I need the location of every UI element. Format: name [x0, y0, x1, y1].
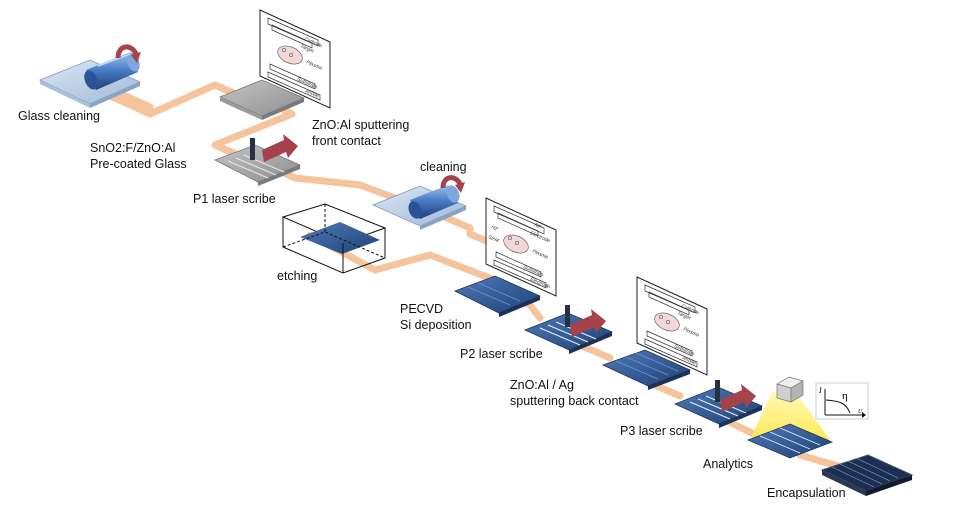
precoated-glass-label: SnO2:F/ZnO:Al Pre-coated Glass [90, 140, 187, 172]
rotation-arrow-icon [115, 44, 139, 59]
zno-back-plate [601, 349, 692, 390]
zno-back-line1: ZnO:Al / Ag [510, 378, 574, 392]
encapsulation-label: Encapsulation [767, 486, 846, 500]
sih4-label: SiH4 [487, 234, 500, 244]
p1-laser-scribe-station [214, 134, 302, 186]
pecvd-plate [454, 275, 542, 317]
zno-front-station [218, 79, 306, 120]
pecvd-label: PECVD Si deposition [400, 301, 472, 333]
pecvd-chamber: RF Electrode H2 SiH4 Plasma Substrate El… [485, 197, 557, 297]
etching-label: etching [277, 269, 318, 283]
precoated-line2: Pre-coated Glass [90, 157, 187, 171]
anode-label: Anode [303, 88, 320, 100]
zno-back-label: ZnO:Al / Ag sputtering back contact [510, 377, 639, 409]
analytics-label: Analytics [703, 457, 754, 471]
scan-arrow-icon-3 [720, 384, 756, 412]
h2-label: H2 [490, 224, 498, 232]
cleaning-station [371, 175, 468, 230]
scan-arrow-icon-2 [570, 309, 606, 337]
p3-laser-scribe-label: P3 laser scribe [620, 424, 703, 438]
p2-laser-scribe-station [523, 305, 614, 354]
analytics-station [746, 376, 834, 459]
iv-y-symbol: I [818, 386, 822, 395]
p3-laser-scribe-station [673, 380, 764, 428]
laser-head-icon [250, 138, 255, 160]
scan-arrow-icon [262, 134, 298, 162]
iv-eta-symbol: η [842, 390, 848, 402]
zno-front-line1: ZnO:Al sputtering [312, 118, 410, 132]
iv-curve-chart: I η U [815, 382, 869, 420]
sputter-chamber-back: Cathode Target Plasma Substrate Anode [636, 276, 708, 376]
rotation-arrow-icon-2 [440, 175, 463, 189]
sensor-box-icon [776, 376, 804, 403]
target-label: Target [299, 43, 315, 54]
etching-station [281, 203, 387, 274]
glass-cleaning-station [39, 44, 141, 108]
laser-head-icon-3 [715, 380, 720, 402]
rf-label: RF [533, 222, 542, 231]
sputter-chamber-front: Cathode Target Plasma Substrate Anode [259, 9, 331, 109]
zno-front-label: ZnO:Al sputtering front contact [312, 117, 409, 149]
cleaning-label: cleaning [420, 160, 467, 174]
encapsulation-module [820, 454, 914, 496]
precoated-line1: SnO2:F/ZnO:Al [90, 141, 176, 155]
anode-label-3: Anode [680, 355, 697, 367]
glass-cleaning-label: Glass cleaning [18, 109, 100, 123]
p2-laser-scribe-label: P2 laser scribe [460, 347, 543, 361]
p1-laser-scribe-label: P1 laser scribe [193, 192, 276, 206]
zno-back-line2: sputtering back contact [510, 394, 639, 408]
iv-x-symbol: U [858, 409, 863, 415]
laser-head-icon-2 [565, 305, 570, 327]
target-label-3: Target [676, 310, 692, 321]
pecvd-line1: PECVD [400, 302, 444, 316]
zno-front-line2: front contact [312, 134, 381, 148]
pecvd-line2: Si deposition [400, 318, 472, 332]
